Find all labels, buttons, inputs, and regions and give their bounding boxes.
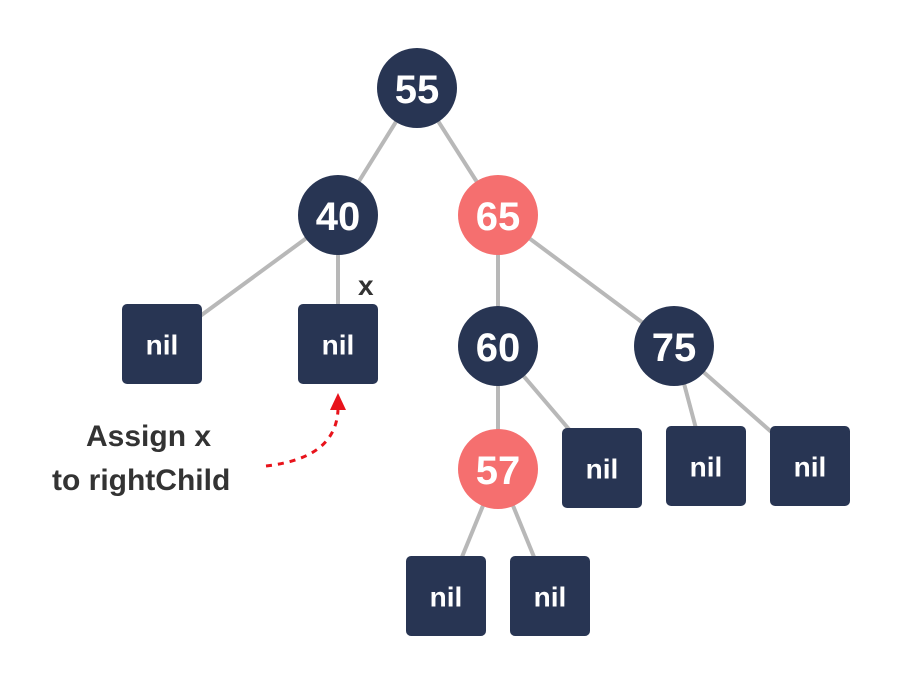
assign-arrow <box>265 393 346 468</box>
annotation-line2: to rightChild <box>52 464 230 497</box>
arrow-head-icon <box>330 393 346 410</box>
nil-leaf-75-right: nil <box>770 426 850 506</box>
nil-label: nil <box>690 452 723 483</box>
nil-leaf-57-left: nil <box>406 556 486 636</box>
nil-label: nil <box>794 452 827 483</box>
node-40-circle <box>298 175 378 255</box>
node-57-circle <box>458 429 538 509</box>
node-60-label: 60 <box>476 326 521 370</box>
nil-label: nil <box>534 582 567 613</box>
nil-leaf-40-left: nil <box>122 304 202 384</box>
node-75-circle <box>634 306 714 386</box>
nil-leaf-75-left: nil <box>666 426 746 506</box>
node-55: 55 <box>377 48 457 128</box>
nil-label: nil <box>430 582 463 613</box>
node-60: 60 <box>458 306 538 386</box>
nil-box <box>562 428 642 508</box>
nil-box <box>122 304 202 384</box>
nil-box <box>770 426 850 506</box>
node-55-label: 55 <box>395 68 440 112</box>
nil-box <box>406 556 486 636</box>
nil-label: nil <box>146 330 179 361</box>
node-40-label: 40 <box>316 195 361 239</box>
nil-box <box>510 556 590 636</box>
node-40: 40 <box>298 175 378 255</box>
dashed-arrow-path <box>265 409 340 468</box>
node-75: 75 <box>634 306 714 386</box>
nil-box <box>298 304 378 384</box>
node-65-circle <box>458 175 538 255</box>
annotation-line1: Assign x <box>86 420 211 453</box>
nil-leaf-40-right: nil <box>298 304 378 384</box>
node-65-label: 65 <box>476 195 521 239</box>
node-55-circle <box>377 48 457 128</box>
node-60-circle <box>458 306 538 386</box>
nil-leaf-57-right: nil <box>510 556 590 636</box>
nil-label: nil <box>586 454 619 485</box>
nil-box <box>666 426 746 506</box>
node-65: 65 <box>458 175 538 255</box>
node-75-label: 75 <box>652 326 697 370</box>
x-pointer-label: x <box>358 270 374 301</box>
nil-label: nil <box>322 330 355 361</box>
node-57-label: 57 <box>476 449 521 493</box>
nil-leaf-60-right: nil <box>562 428 642 508</box>
node-57: 57 <box>458 429 538 509</box>
